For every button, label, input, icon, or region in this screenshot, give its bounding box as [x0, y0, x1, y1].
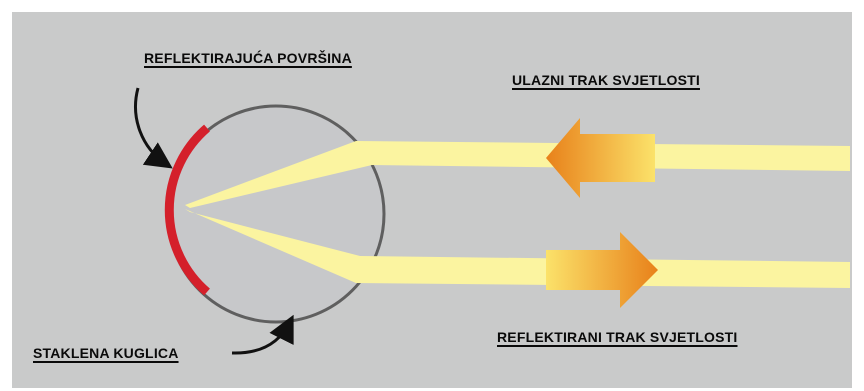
- reflective-surface: [164, 124, 210, 296]
- label-reflected-beam: REFLEKTIRANI TRAK SVJETLOSTI: [497, 329, 738, 345]
- reflected-beam: [185, 209, 850, 288]
- curved-arrow-icon: [134, 87, 173, 169]
- label-reflecting-surface: REFLEKTIRAJUĆA POVRŠINA: [144, 50, 352, 66]
- diagram-background: [12, 12, 852, 388]
- curved-arrow-icon: [231, 314, 294, 355]
- arrow-right-icon: [546, 232, 658, 308]
- label-glass-bead: STAKLENA KUGLICA: [33, 345, 179, 361]
- arrow-left-icon: [546, 118, 655, 198]
- label-incoming-beam: ULAZNI TRAK SVJETLOSTI: [512, 72, 700, 88]
- incoming-beam: [185, 141, 850, 208]
